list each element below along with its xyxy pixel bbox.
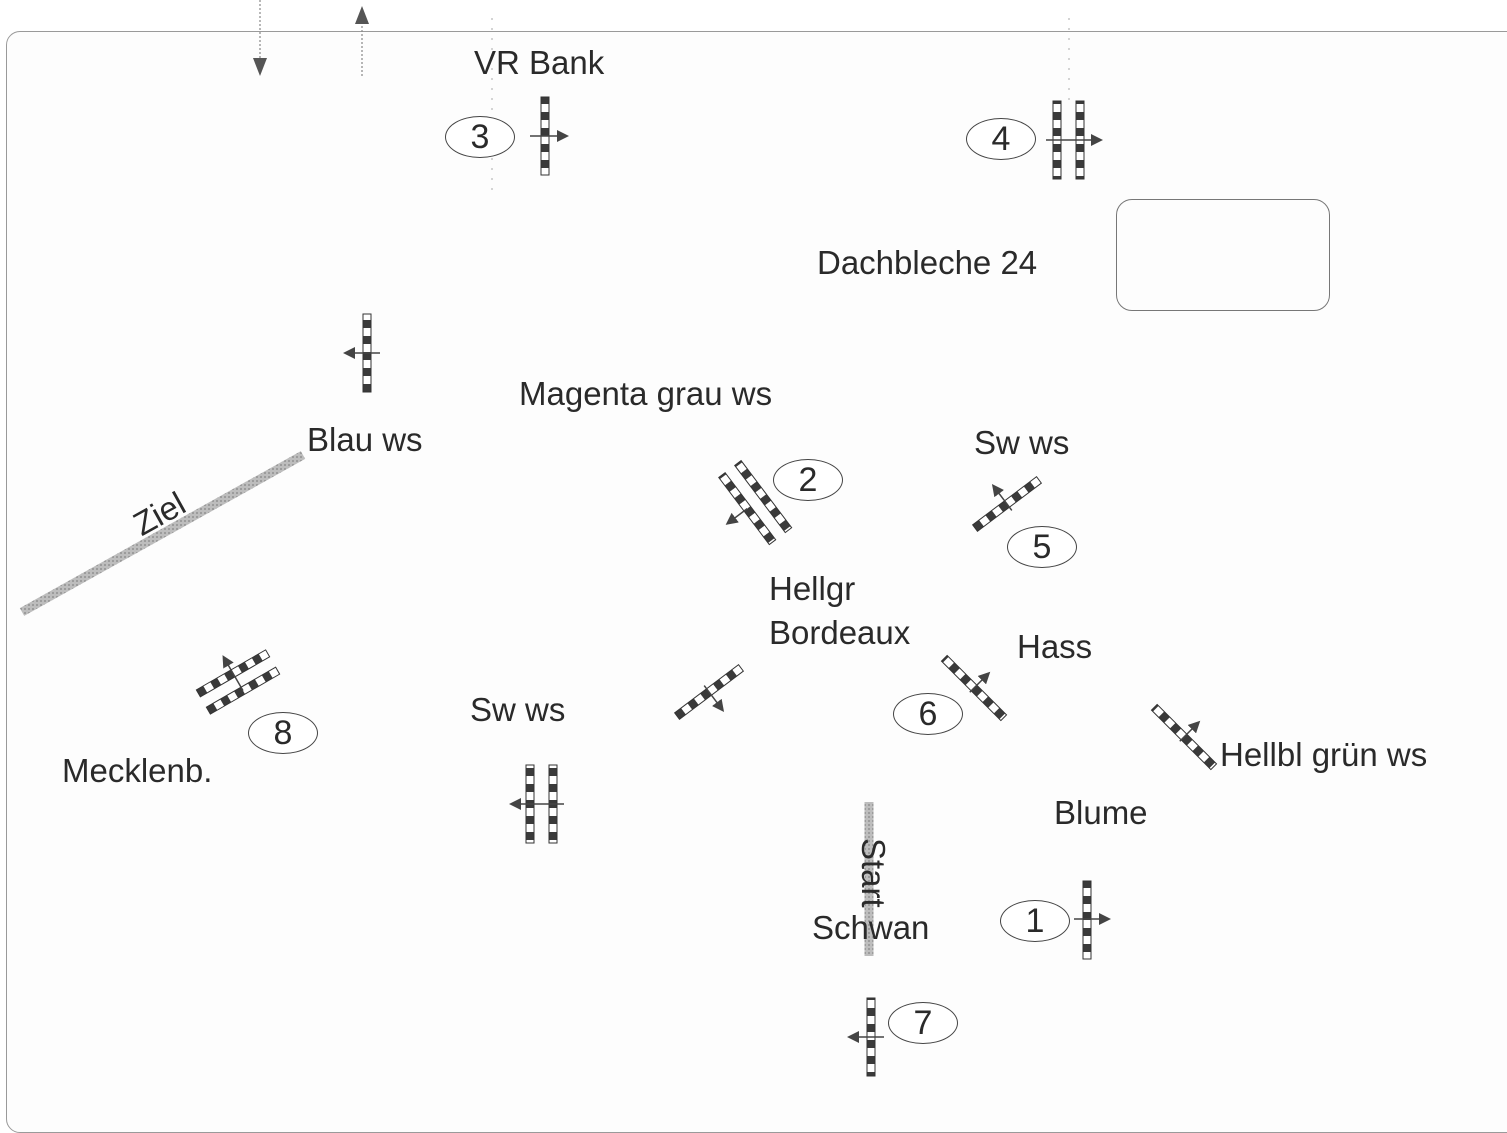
label-magenta: Magenta grau ws — [519, 375, 773, 412]
label-blau: Blau ws — [307, 421, 423, 458]
entry-arrow-down — [253, 0, 267, 76]
obstacle-hellbl — [1150, 703, 1218, 771]
obstacle-blau — [343, 313, 380, 393]
finish-line — [19, 451, 306, 616]
obstacle-8 — [195, 649, 281, 715]
number-2: 2 — [773, 459, 843, 501]
course-diagram — [19, 0, 1218, 1077]
label-blume: Blume — [1054, 794, 1148, 831]
label-sw-ws-bottom: Sw ws — [470, 691, 566, 728]
label-start: Start — [855, 838, 892, 908]
number-1: 1 — [1000, 900, 1070, 942]
label-bordeaux: Bordeaux — [769, 614, 911, 651]
obstacle-sw-bottom — [509, 764, 564, 844]
label-hellgr: Hellgr — [769, 570, 856, 607]
label-vr-bank: VR Bank — [474, 44, 605, 81]
obstacle-7 — [847, 997, 884, 1077]
obstacle-2 — [718, 459, 793, 546]
label-hellgr-bordeaux: Hellgr Bordeaux — [769, 567, 910, 655]
exit-arrow-up — [355, 6, 369, 76]
course-arena — [6, 31, 1507, 1133]
number-6: 6 — [893, 693, 963, 735]
number-3: 3 — [445, 116, 515, 158]
obstacle-3 — [530, 96, 569, 176]
label-mecklenb: Mecklenb. — [62, 752, 213, 789]
obstacle-4 — [1046, 100, 1103, 180]
obstacle-1 — [1074, 880, 1111, 960]
label-sw-ws-top: Sw ws — [974, 424, 1070, 461]
number-8: 8 — [248, 712, 318, 754]
label-hellbl: Hellbl grün ws — [1220, 736, 1428, 773]
label-schwan: Schwan — [812, 909, 930, 946]
number-4: 4 — [966, 118, 1036, 160]
number-7: 7 — [888, 1002, 958, 1044]
obstacle-5 — [971, 476, 1043, 532]
label-dachbleche: Dachbleche 24 — [817, 244, 1038, 281]
obstacle-6 — [940, 654, 1008, 722]
number-5: 5 — [1007, 526, 1077, 568]
label-hass: Hass — [1017, 628, 1093, 665]
obstacle-hellgr — [673, 664, 745, 720]
info-box — [1116, 199, 1330, 311]
